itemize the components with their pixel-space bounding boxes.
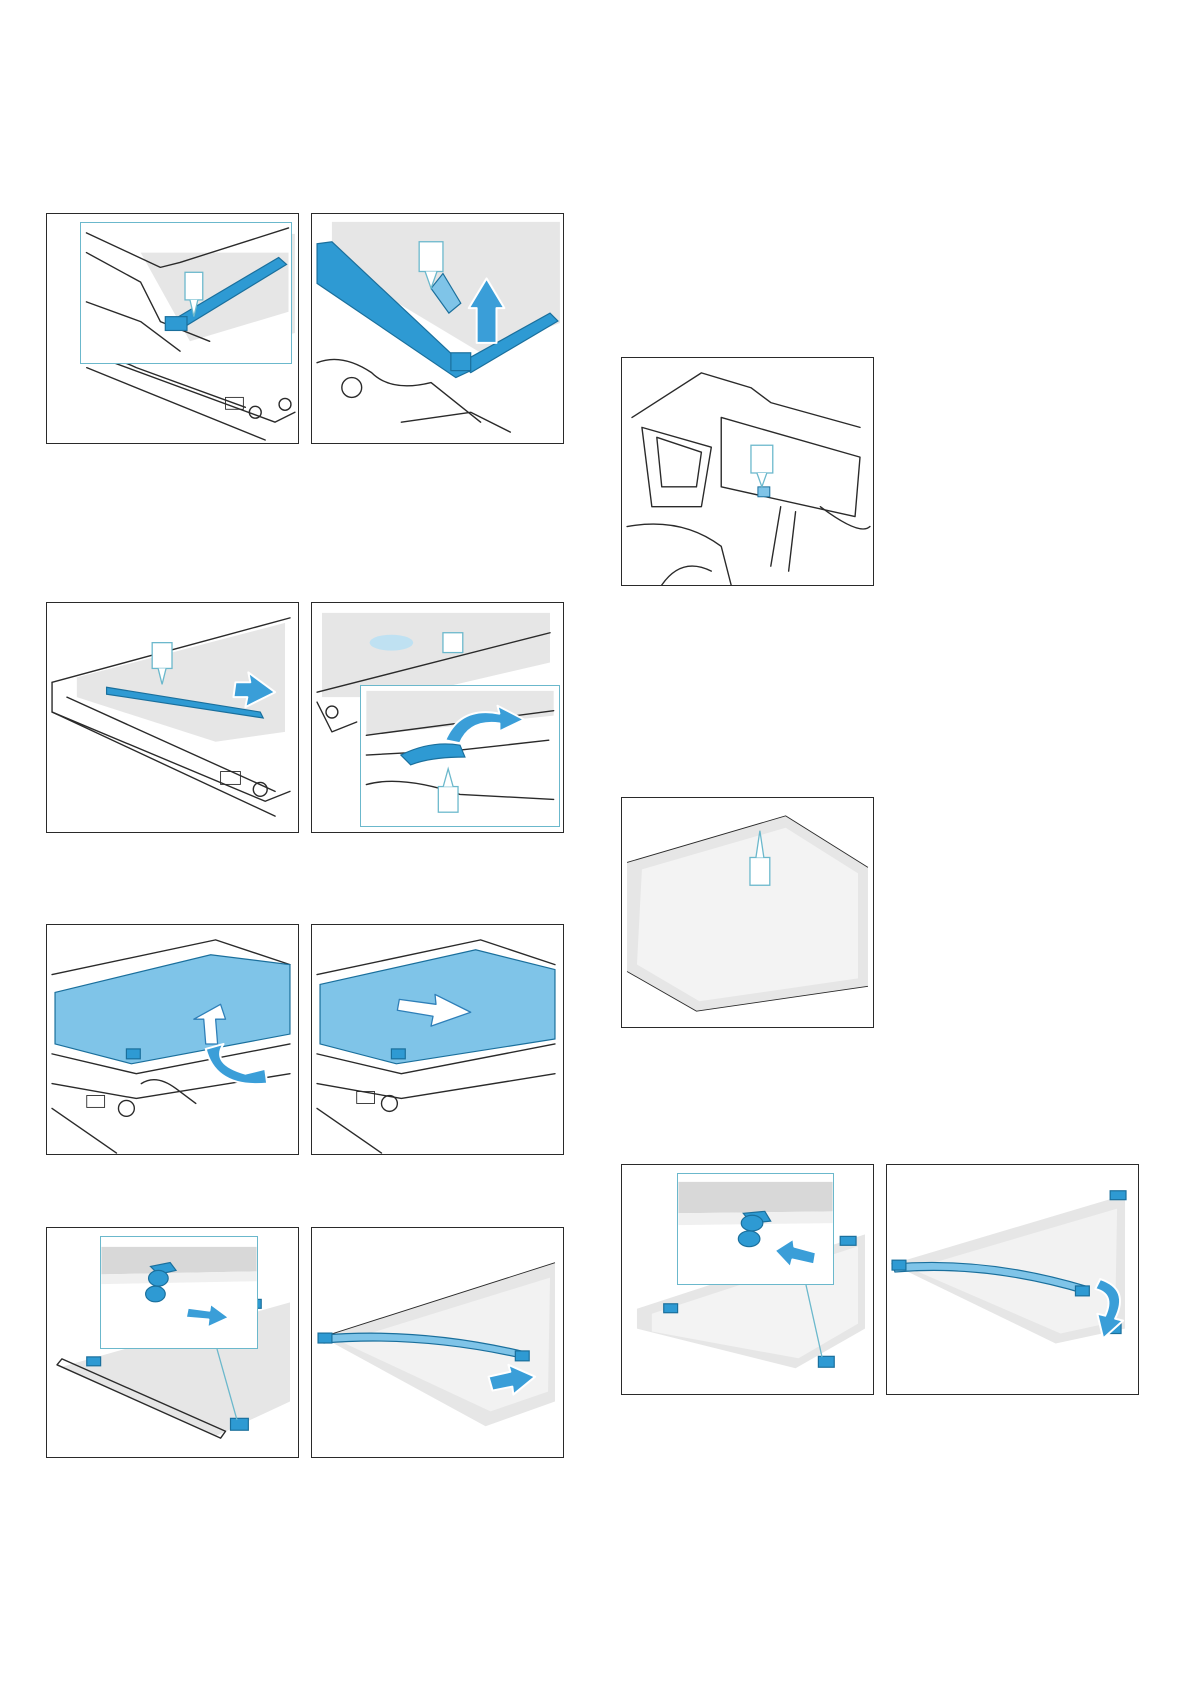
figure-glass-pane-marker	[621, 797, 874, 1028]
figure-pane-clip-remove	[46, 1227, 299, 1458]
figure-strip-lift-detail	[46, 213, 299, 444]
position-marker	[443, 633, 463, 653]
detail-callout	[100, 1236, 258, 1349]
glass-pane-slide-illustration	[312, 925, 563, 1154]
position-marker	[185, 272, 203, 300]
strip-clip-detail	[81, 223, 291, 363]
figure-pane-strip-remove	[311, 1227, 564, 1458]
figure-strip-slide-right	[46, 602, 299, 833]
glass-pane-illustration	[622, 798, 873, 1027]
figure-clip-release-detail	[311, 602, 564, 833]
blue-strip-lift-illustration	[312, 214, 563, 443]
clip-remove-detail	[101, 1237, 257, 1348]
position-marker	[419, 242, 443, 272]
figure-pane-clip-insert	[621, 1164, 874, 1395]
figure-glass-pane-lift	[46, 924, 299, 1155]
pane-strip-fit-illustration	[887, 1165, 1138, 1394]
pane-strip-remove-illustration	[312, 1228, 563, 1457]
position-marker	[152, 643, 172, 669]
strip-slide-illustration	[47, 603, 298, 832]
clip-release-detail-illustration	[361, 686, 559, 826]
right-arrow-icon	[186, 1304, 229, 1328]
position-marker	[438, 787, 458, 813]
clip-insert-detail	[678, 1174, 833, 1284]
position-marker	[751, 445, 773, 473]
glass-pane-lift-illustration	[47, 925, 298, 1154]
position-marker	[750, 857, 770, 885]
figure-hinge-lock-detail	[621, 357, 874, 586]
figure-strip-lift-arrow	[311, 213, 564, 444]
left-arrow-icon	[775, 1239, 816, 1267]
figure-pane-strip-fit	[886, 1164, 1139, 1395]
hinge-illustration	[622, 358, 873, 585]
detail-callout	[80, 222, 292, 364]
figure-glass-pane-slide	[311, 924, 564, 1155]
detail-callout	[677, 1173, 834, 1285]
detail-callout	[360, 685, 560, 827]
